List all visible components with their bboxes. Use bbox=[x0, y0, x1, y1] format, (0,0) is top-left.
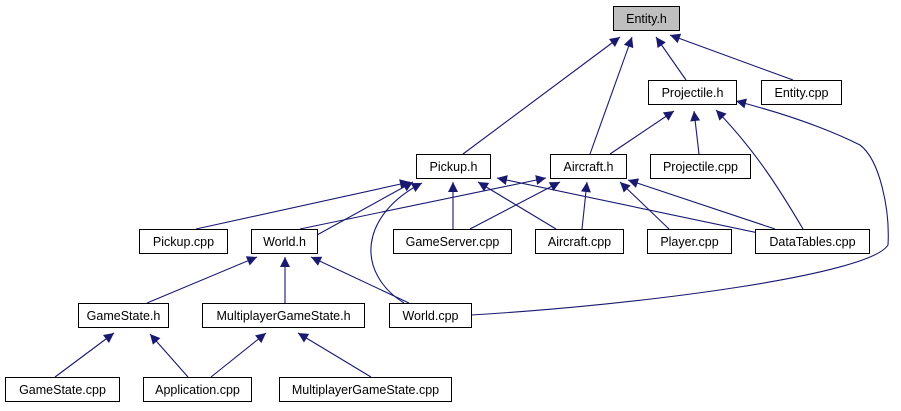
node-box[interactable] bbox=[550, 154, 627, 179]
node-projectile-cpp[interactable]: Projectile.cpp bbox=[650, 154, 751, 179]
edge-datatables-cpp-to-pickup-h bbox=[496, 175, 769, 236]
node-label: Application.cpp bbox=[155, 383, 240, 397]
node-application-cpp[interactable]: Application.cpp bbox=[143, 377, 252, 402]
node-box[interactable] bbox=[755, 229, 870, 254]
node-aircraft-cpp[interactable]: Aircraft.cpp bbox=[535, 229, 624, 254]
node-box[interactable] bbox=[535, 229, 624, 254]
edge-aircraft-h-to-entity-h bbox=[589, 36, 634, 155]
node-label: DataTables.cpp bbox=[769, 235, 855, 249]
node-box[interactable] bbox=[143, 377, 252, 402]
node-label: World.cpp bbox=[402, 309, 458, 323]
edge-aircraft-cpp-to-pickup-h bbox=[477, 181, 557, 230]
edge-world-h-to-aircraft-h bbox=[299, 175, 547, 230]
node-label: Entity.h bbox=[626, 12, 667, 26]
node-label: Player.cpp bbox=[660, 235, 718, 249]
node-pickup-cpp[interactable]: Pickup.cpp bbox=[139, 229, 228, 254]
node-gamestate-h[interactable]: GameState.h bbox=[78, 303, 169, 328]
edge-aircraft-h-to-projectile-h bbox=[609, 110, 675, 155]
edge-world-h-to-pickup-h bbox=[316, 181, 414, 236]
node-box[interactable] bbox=[5, 377, 120, 402]
edge-pickup-h-to-entity-h bbox=[462, 36, 621, 155]
node-player-cpp[interactable]: Player.cpp bbox=[647, 229, 732, 254]
node-box[interactable] bbox=[613, 6, 680, 31]
node-label: World.h bbox=[263, 235, 306, 249]
node-world-h[interactable]: World.h bbox=[251, 229, 318, 254]
edge-gamestate-h-to-world-h bbox=[146, 256, 258, 304]
node-multiplayergamestate-h[interactable]: MultiplayerGameState.h bbox=[202, 303, 365, 328]
node-datatables-cpp[interactable]: DataTables.cpp bbox=[755, 229, 870, 254]
edge-world-cpp-to-projectile-h bbox=[470, 98, 889, 316]
node-gamestate-cpp[interactable]: GameState.cpp bbox=[5, 377, 120, 402]
node-label: GameState.cpp bbox=[19, 383, 106, 397]
node-label: MultiplayerGameState.cpp bbox=[292, 383, 439, 397]
node-label: MultiplayerGameState.h bbox=[216, 309, 350, 323]
edges-layer bbox=[54, 33, 889, 378]
node-label: Aircraft.h bbox=[563, 160, 613, 174]
edge-multiplayergamestate-cpp-to-multiplayergamestate-h bbox=[297, 332, 372, 378]
node-aircraft-h[interactable]: Aircraft.h bbox=[550, 154, 627, 179]
edge-world-cpp-to-pickup-h bbox=[370, 182, 423, 304]
node-label: Pickup.h bbox=[430, 160, 478, 174]
node-box[interactable] bbox=[761, 80, 842, 105]
node-projectile-h[interactable]: Projectile.h bbox=[648, 80, 737, 105]
edge-aircraft-cpp-to-aircraft-h bbox=[580, 181, 591, 230]
node-gameserver-cpp[interactable]: GameServer.cpp bbox=[393, 229, 512, 254]
node-box[interactable] bbox=[648, 80, 737, 105]
node-world-cpp[interactable]: World.cpp bbox=[389, 303, 472, 328]
node-box[interactable] bbox=[251, 229, 318, 254]
node-pickup-h[interactable]: Pickup.h bbox=[416, 154, 491, 179]
node-multiplayergamestate-cpp[interactable]: MultiplayerGameState.cpp bbox=[279, 377, 452, 402]
node-box[interactable] bbox=[416, 154, 491, 179]
node-label: GameServer.cpp bbox=[406, 235, 500, 249]
edge-application-cpp-to-gamestate-h bbox=[149, 333, 189, 378]
edge-pickup-cpp-to-pickup-h bbox=[195, 179, 411, 230]
edge-datatables-cpp-to-aircraft-h bbox=[627, 178, 776, 230]
node-box[interactable] bbox=[139, 229, 228, 254]
edge-gameserver-cpp-to-aircraft-h bbox=[469, 181, 561, 230]
node-box[interactable] bbox=[647, 229, 732, 254]
node-box[interactable] bbox=[279, 377, 452, 402]
node-label: Aircraft.cpp bbox=[548, 235, 611, 249]
node-box[interactable] bbox=[650, 154, 751, 179]
node-box[interactable] bbox=[78, 303, 169, 328]
edge-datatables-cpp-to-projectile-h bbox=[715, 109, 804, 230]
node-label: Projectile.h bbox=[662, 86, 724, 100]
node-label: Pickup.cpp bbox=[153, 235, 214, 249]
edge-projectile-cpp-to-projectile-h bbox=[690, 110, 701, 155]
edge-world-cpp-to-world-h bbox=[310, 256, 410, 304]
edge-gamestate-cpp-to-gamestate-h bbox=[54, 332, 115, 378]
edge-application-cpp-to-multiplayergamestate-h bbox=[210, 332, 267, 378]
node-label: GameState.h bbox=[87, 309, 161, 323]
edge-projectile-h-to-entity-h bbox=[655, 36, 687, 81]
node-label: Entity.cpp bbox=[775, 86, 829, 100]
node-box[interactable] bbox=[389, 303, 472, 328]
edge-entity-cpp-to-entity-h bbox=[669, 33, 794, 81]
node-label: Projectile.cpp bbox=[663, 160, 738, 174]
node-entity-h[interactable]: Entity.h bbox=[613, 6, 680, 31]
node-box[interactable] bbox=[393, 229, 512, 254]
node-entity-cpp[interactable]: Entity.cpp bbox=[761, 80, 842, 105]
edge-player-cpp-to-aircraft-h bbox=[619, 181, 670, 230]
node-box[interactable] bbox=[202, 303, 365, 328]
